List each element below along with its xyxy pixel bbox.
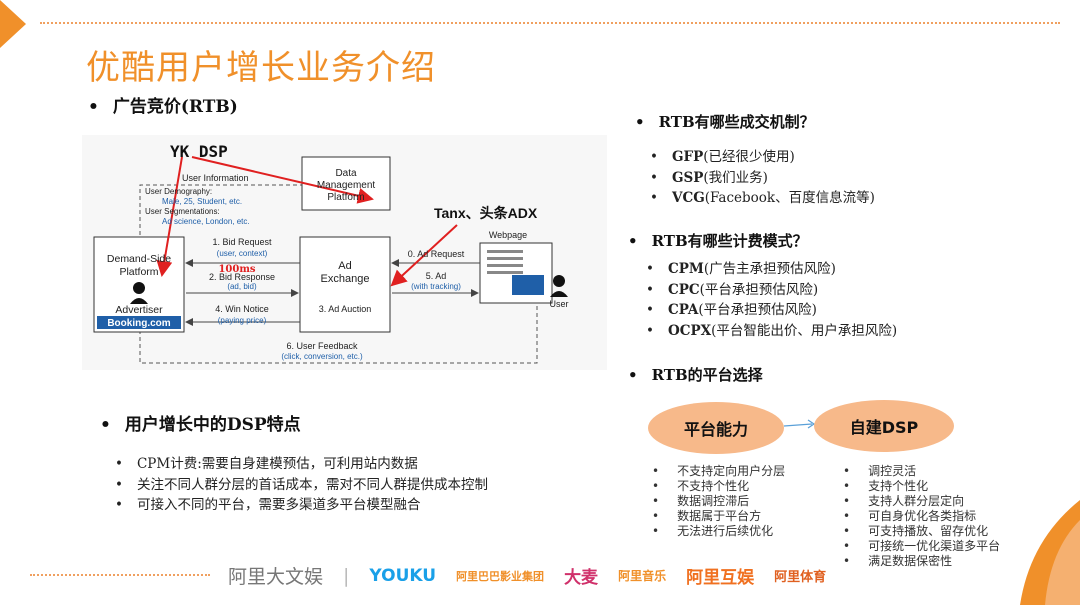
corner-triangle: [0, 0, 26, 48]
svg-text:3. Ad Auction: 3. Ad Auction: [319, 304, 372, 314]
svg-text:Demand-Side: Demand-Side: [107, 253, 171, 265]
bottom-divider: [30, 574, 210, 576]
svg-text:User Demography:: User Demography:: [145, 187, 212, 196]
footer-brands: 阿里大文娱 | YOUKU 阿里巴巴影业集团 大麦 阿里音乐 阿里互娱 阿里体育: [228, 562, 826, 589]
feedback-path: [136, 305, 538, 364]
list-item: 不支持个性化: [652, 479, 785, 494]
sports-logo: 阿里体育: [774, 570, 827, 585]
svg-text:5. Ad: 5. Ad: [426, 271, 447, 281]
svg-text:Platform: Platform: [119, 266, 158, 278]
ad-thumbnail: [512, 275, 544, 295]
list-item: CPA(平台承担预估风险): [646, 300, 897, 321]
advertiser-icon: [133, 282, 145, 294]
list-item: 不支持定向用户分层: [652, 464, 785, 479]
svg-text:Booking.com: Booking.com: [107, 318, 170, 329]
svg-text:User: User: [549, 299, 568, 309]
page-title: 优酷用户增长业务介绍: [86, 48, 436, 88]
list-item: CPM计费:需要自身建模预估，可利用站内数据: [115, 454, 488, 475]
svg-text:Exchange: Exchange: [321, 273, 370, 285]
list-item: 支持个性化: [843, 479, 1000, 494]
damai-logo: 大麦: [564, 568, 599, 588]
svg-text:User Segmentations:: User Segmentations:: [145, 207, 220, 216]
ali-entertainment-logo: 阿里大文娱: [228, 566, 324, 588]
list-item: 支持人群分层定向: [843, 494, 1000, 509]
list-item: 调控灵活: [843, 464, 1000, 479]
arrow-connector: [783, 419, 816, 429]
dsp-features-list: CPM计费:需要自身建模预估，可利用站内数据 关注不同人群分层的首话成本，需对不…: [115, 454, 488, 516]
platform-cons-list: 不支持定向用户分层 不支持个性化 数据调控滞后 数据属于平台方 无法进行后续优化: [652, 464, 785, 539]
list-item: OCPX(平台智能出价、用户承担风险): [646, 321, 897, 342]
list-item: 可支持播放、留存优化: [843, 524, 1000, 539]
huyu-logo: 阿里互娱: [686, 568, 755, 588]
svg-text:1. Bid Request: 1. Bid Request: [212, 237, 272, 247]
user-info-path: [139, 184, 302, 235]
mechanism-list: GFP(已经很少使用) GSP(我们业务) VCG(Facebook、百度信息流…: [650, 147, 875, 209]
list-item: VCG(Facebook、百度信息流等): [650, 188, 875, 209]
svg-text:2. Bid Response: 2. Bid Response: [209, 272, 275, 282]
list-item: GFP(已经很少使用): [650, 147, 875, 168]
svg-text:Ad science, London, etc.: Ad science, London, etc.: [162, 217, 250, 226]
svg-text:100ms: 100ms: [218, 264, 255, 275]
svg-text:(user, context): (user, context): [217, 249, 268, 258]
svg-text:(click, conversion, etc.): (click, conversion, etc.): [281, 352, 363, 361]
youku-logo: YOUKU: [369, 565, 437, 586]
list-item: 数据属于平台方: [652, 509, 785, 524]
svg-text:(ad, bid): (ad, bid): [227, 282, 257, 291]
section-dsp-heading: 用户增长中的DSP特点: [100, 410, 301, 435]
list-item: 数据调控滞后: [652, 494, 785, 509]
separator: |: [343, 564, 350, 587]
list-item: 关注不同人群分层的首话成本，需对不同人群提供成本控制: [115, 475, 488, 496]
svg-text:Male, 25, Student, etc.: Male, 25, Student, etc.: [162, 197, 242, 206]
svg-text:(with tracking): (with tracking): [411, 282, 461, 291]
svg-text:6. User Feedback: 6. User Feedback: [286, 341, 358, 351]
booking-logo: [97, 316, 181, 329]
list-item: 可自身优化各类指标: [843, 509, 1000, 524]
adx-box: [299, 236, 391, 333]
list-item: 可接入不同的平台，需要多渠道多平台模型融合: [115, 495, 488, 516]
q-billing-heading: RTB有哪些计费模式？: [628, 230, 808, 251]
list-item: CPM(广告主承担预估风险): [646, 259, 897, 280]
billing-list: CPM(广告主承担预估风险) CPC(平台承担预估风险) CPA(平台承担预估风…: [646, 259, 897, 341]
list-item: CPC(平台承担预估风险): [646, 280, 897, 301]
svg-text:Advertiser: Advertiser: [115, 304, 163, 316]
tanx-arrow: [390, 224, 458, 287]
svg-text:Ad: Ad: [338, 260, 351, 272]
ykdsp-arrow-1: [156, 156, 183, 277]
list-item: GSP(我们业务): [650, 168, 875, 189]
svg-text:Webpage: Webpage: [489, 230, 527, 240]
user-info-label: User Information: [182, 173, 249, 183]
corner-wave-decoration: [1020, 500, 1080, 605]
tanx-label: Tanx、头条ADX: [434, 205, 538, 221]
list-item: 可接统一优化渠道多平台: [843, 539, 1000, 554]
self-dsp-pros-list: 调控灵活 支持个性化 支持人群分层定向 可自身优化各类指标 可支持播放、留存优化…: [843, 464, 1000, 569]
pictures-logo: 阿里巴巴影业集团: [456, 569, 545, 583]
svg-text:0. Ad Request: 0. Ad Request: [408, 249, 465, 259]
section-rtb-heading: 广告竞价(RTB): [88, 92, 238, 117]
svg-text:Data: Data: [335, 168, 357, 179]
self-dsp-ellipse: 自建DSP: [814, 400, 954, 452]
q-mechanism-heading: RTB有哪些成交机制？: [635, 111, 815, 132]
svg-text:4. Win Notice: 4. Win Notice: [215, 304, 269, 314]
list-item: 无法进行后续优化: [652, 524, 785, 539]
yk-dsp-label: YK DSP: [170, 142, 228, 161]
platform-ability-ellipse: 平台能力: [648, 402, 784, 454]
ykdsp-arrow-2: [191, 156, 374, 204]
rtb-diagram: YK DSP Tanx、头条ADX User Information User …: [82, 135, 607, 370]
svg-text:Management: Management: [317, 180, 376, 191]
top-divider: [40, 22, 1060, 24]
q-platform-heading: RTB的平台选择: [628, 364, 763, 385]
svg-text:Platform: Platform: [327, 192, 364, 203]
svg-text:(paying price): (paying price): [218, 316, 267, 325]
list-item: 满足数据保密性: [843, 554, 1000, 569]
music-logo: 阿里音乐: [618, 569, 667, 583]
user-icon: [553, 275, 565, 287]
